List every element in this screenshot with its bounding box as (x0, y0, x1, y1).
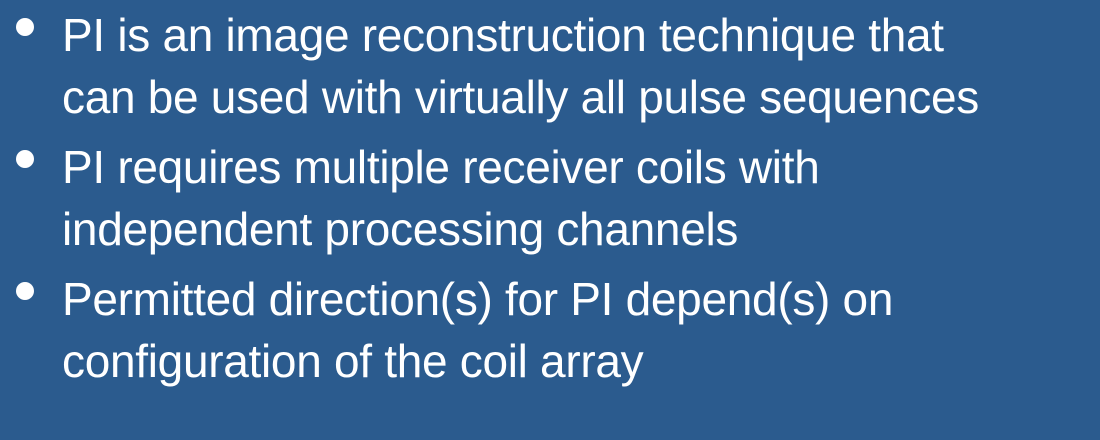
bullet-dot-icon (16, 18, 34, 36)
bullet-line: can be used with virtually all pulse seq… (62, 71, 979, 123)
bullet-line: independent processing channels (62, 203, 739, 255)
bullet-dot-icon (16, 150, 34, 168)
bullet-list: PI is an image reconstruction technique … (16, 4, 1096, 400)
bullet-item: PI requires multiple receiver coils with… (16, 136, 1096, 260)
bullet-line: PI requires multiple receiver coils with (62, 141, 820, 193)
bullet-item: Permitted direction(s) for PI depend(s) … (16, 268, 1096, 392)
bullet-line: Permitted direction(s) for PI depend(s) … (62, 273, 894, 325)
bullet-dot-icon (16, 282, 34, 300)
bullet-line: configuration of the coil array (62, 335, 644, 387)
bullet-line: PI is an image reconstruction technique … (62, 9, 944, 61)
bullet-item: PI is an image reconstruction technique … (16, 4, 1096, 128)
